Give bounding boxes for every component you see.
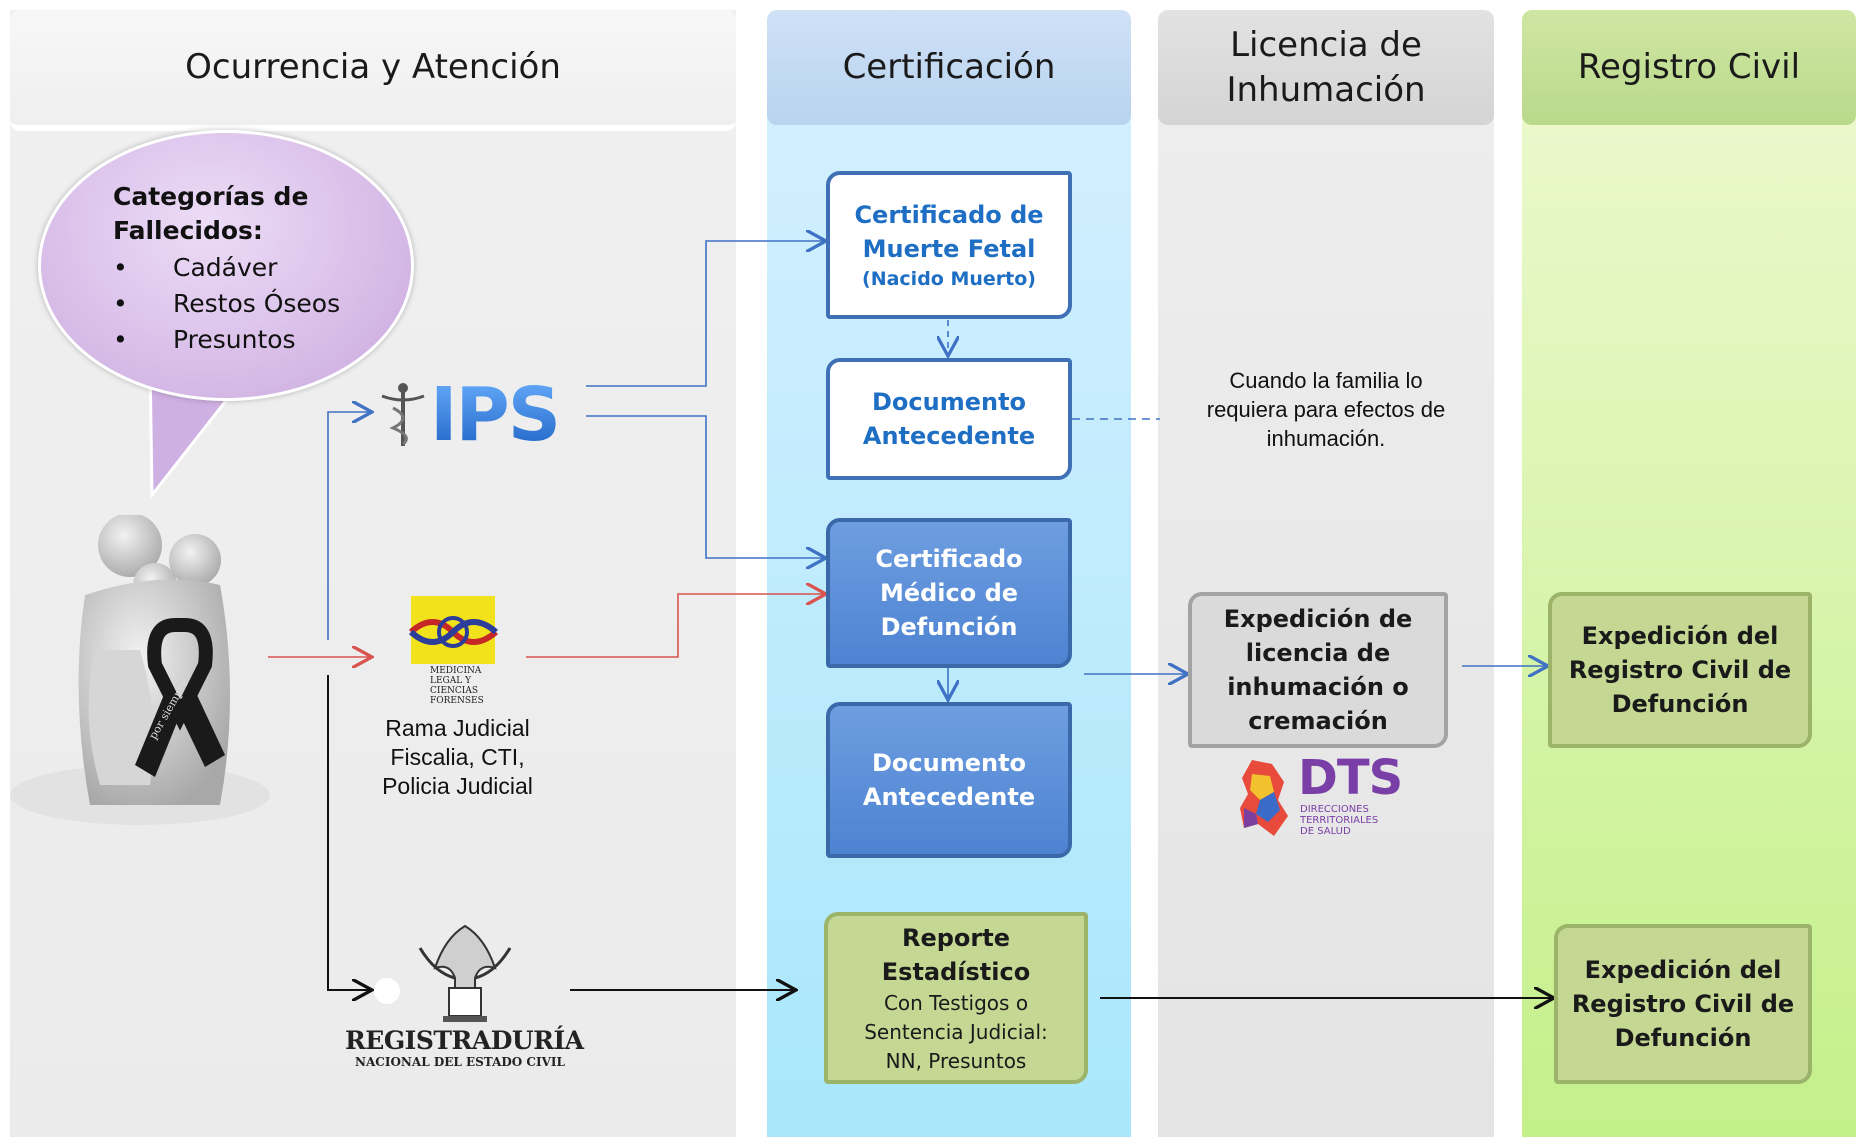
lane-title-ocurrencia: Ocurrencia y Atención	[10, 10, 736, 131]
bubble-item: Restos Óseos	[113, 286, 340, 322]
expedicion-registro-1-text: Expedición del Registro Civil de Defunci…	[1568, 622, 1792, 718]
dts-logo-sub: DIRECCIONES TERRITORIALES DE SALUD	[1300, 804, 1379, 837]
ribbon-icon	[135, 618, 225, 777]
documento-antecedente-2-text: Documento Antecedente	[862, 749, 1036, 811]
reporte-detail: Con Testigos o Sentencia Judicial: NN, P…	[864, 990, 1048, 1073]
registraduria-dot	[374, 978, 400, 1004]
expedicion-licencia-text: Expedición de licencia de inhumación o c…	[1223, 605, 1413, 735]
expedicion-registro-box-2: Expedición del Registro Civil de Defunci…	[1554, 924, 1812, 1084]
coat-of-arms-icon	[418, 924, 512, 1022]
lane-title-certificacion: Certificación	[767, 10, 1131, 125]
family-figure-icon: por siempre	[10, 515, 270, 825]
arrow-person-registraduria	[327, 675, 372, 990]
medicina-caption: Rama Judicial Fiscalia, CTI, Policia Jud…	[382, 715, 533, 799]
muerte-fetal-line3: (Nacido Muerto)	[862, 268, 1036, 290]
registraduria-sub: NACIONAL DEL ESTADO CIVIL	[355, 1055, 565, 1069]
lane-title-licencia: Licencia de Inhumación	[1158, 10, 1494, 125]
medicina-emblem-icon	[408, 616, 498, 648]
documento-antecedente-text: Documento Antecedente	[862, 388, 1036, 450]
certificado-muerte-fetal-box: Certificado de Muerte Fetal (Nacido Muer…	[826, 171, 1072, 319]
medicina-legal-logo: MEDICINA LEGAL Y CIENCIAS FORENSES	[408, 596, 498, 714]
expedicion-registro-2-text: Expedición del Registro Civil de Defunci…	[1571, 956, 1795, 1052]
arrow-person-ips	[327, 412, 372, 640]
defuncion-text: Certificado Médico de Defunción	[875, 545, 1023, 641]
muerte-fetal-line2: Muerte Fetal	[862, 235, 1036, 263]
registraduria-name: REGISTRADURÍA	[345, 1026, 584, 1055]
colombia-map-icon	[1240, 760, 1288, 836]
bubble-item: Cadáver	[113, 250, 340, 286]
bubble-list: Cadáver Restos Óseos Presuntos	[113, 250, 340, 358]
documento-antecedente-box-1: Documento Antecedente	[826, 358, 1072, 480]
ips-logo-text: IPS	[430, 372, 561, 458]
documento-antecedente-box-2: Documento Antecedente	[826, 702, 1072, 858]
ips-logo: IPS	[378, 372, 561, 458]
bubble-title: Categorías de Fallecidos:	[113, 182, 309, 245]
certificado-medico-defuncion-box: Certificado Médico de Defunción	[826, 518, 1072, 668]
expedicion-licencia-box: Expedición de licencia de inhumación o c…	[1188, 592, 1448, 748]
muerte-fetal-line1: Certificado de	[854, 201, 1044, 229]
licencia-note: Cuando la familia lo requiera para efect…	[1206, 368, 1446, 451]
dts-logo-text: DTS	[1298, 750, 1403, 806]
lane-licencia: Licencia de Inhumación	[1158, 10, 1494, 1137]
arrow-ips-defuncion	[586, 415, 826, 558]
arrow-ips-fetal	[586, 241, 826, 387]
reporte-title: Reporte Estadístico	[881, 923, 1031, 986]
caduceus-icon	[381, 383, 425, 446]
lane-title-registro: Registro Civil	[1522, 10, 1856, 125]
bubble-item: Presuntos	[113, 322, 340, 358]
arrow-medicina-defuncion	[526, 594, 826, 658]
expedicion-registro-box-1: Expedición del Registro Civil de Defunci…	[1548, 592, 1812, 748]
medicina-logo-text: MEDICINA LEGAL Y CIENCIAS FORENSES	[430, 666, 484, 706]
dts-logo: DTS DIRECCIONES TERRITORIALES DE SALUD	[1234, 750, 1424, 840]
reporte-estadistico-box: Reporte Estadístico Con Testigos o Sente…	[824, 912, 1088, 1084]
